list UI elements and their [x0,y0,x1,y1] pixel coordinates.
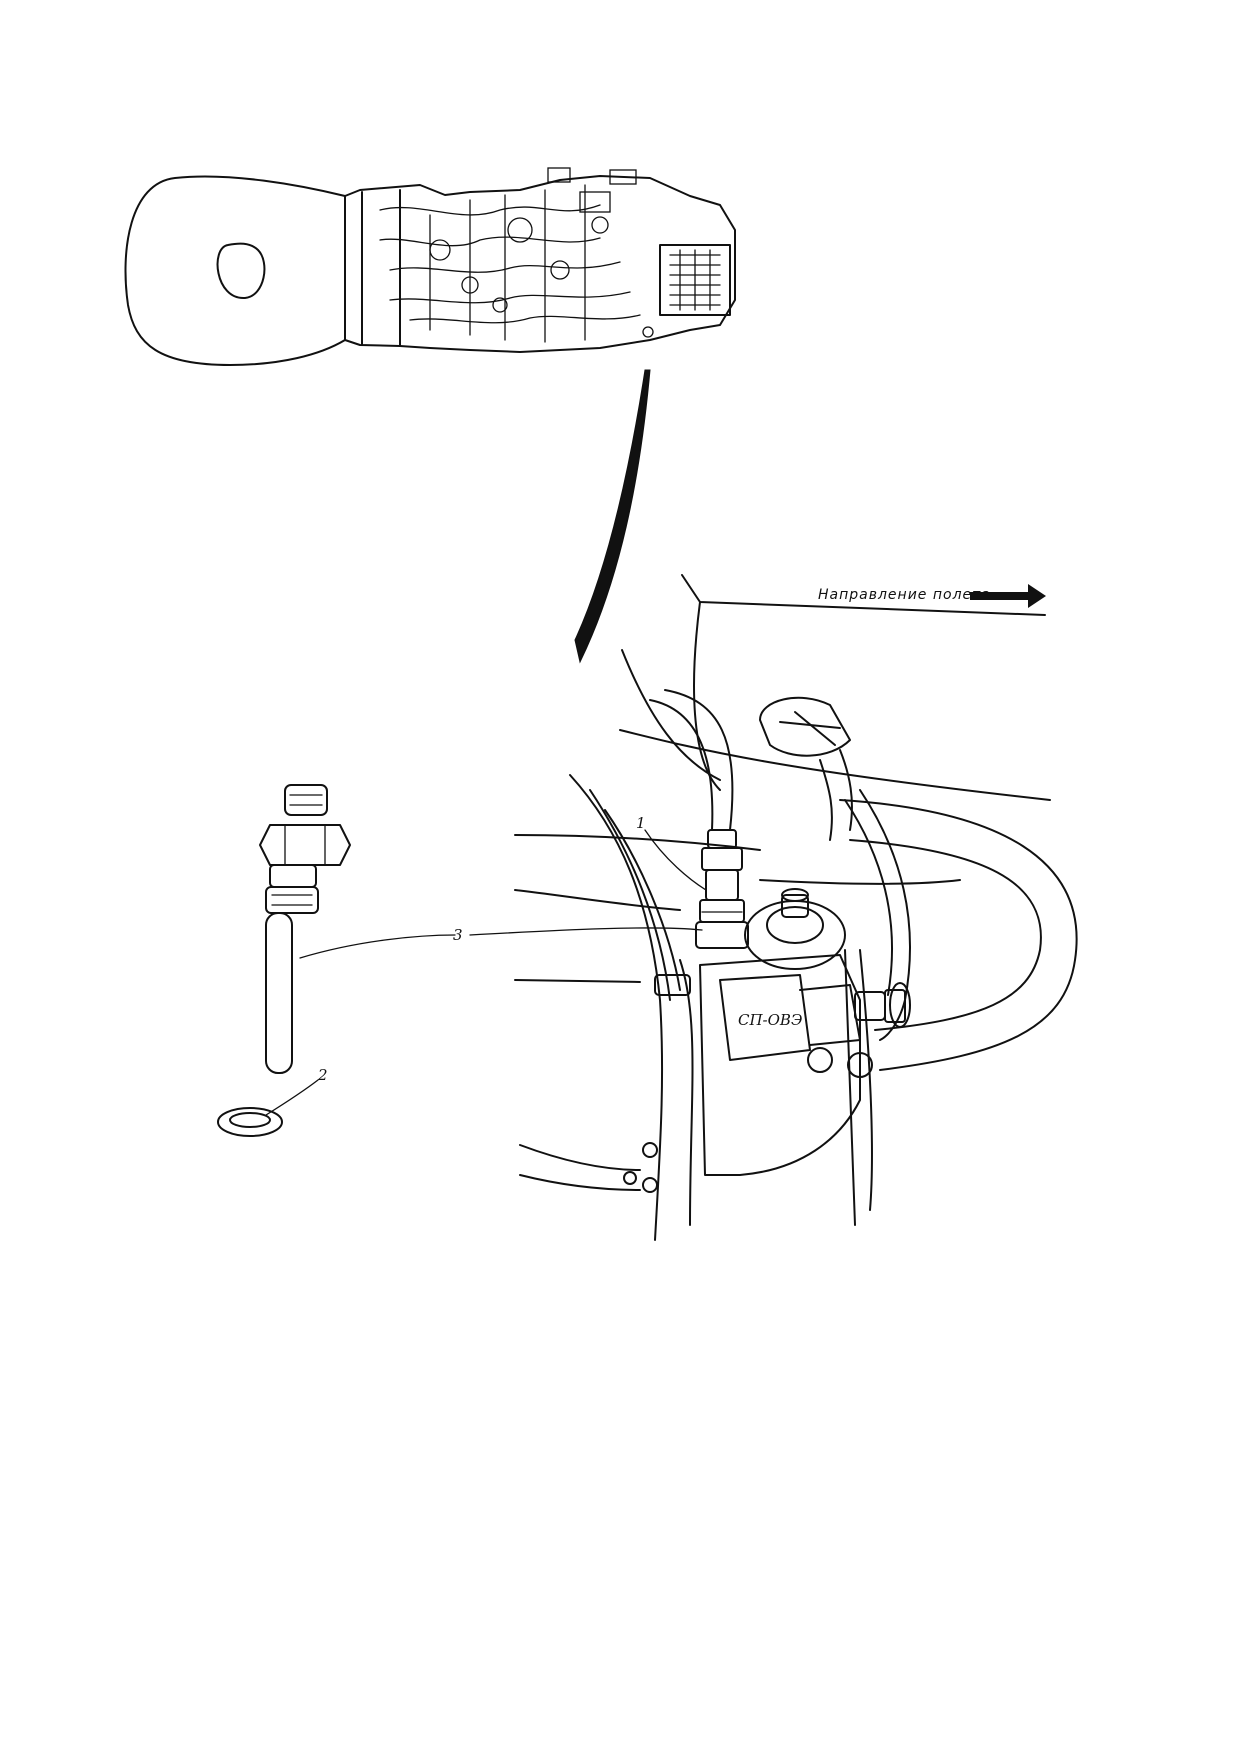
tube-c [859,789,911,1041]
callout-2-label: 2 [317,1066,328,1084]
tube-bundle-3 [604,809,681,991]
duct-inner [849,839,1042,1031]
callout-1-label: 1 [636,814,646,832]
casing-line-4 [759,879,961,885]
callout-2-leader [265,1079,319,1116]
sensor-location-mark [642,326,654,338]
frame-post-2 [859,949,873,1211]
turbine-grille [669,249,721,311]
engine-casing [344,175,736,353]
intake-inner-opening [216,242,266,300]
tube-bundle-2 [589,789,671,1001]
tube-bundle-1 [569,774,664,1241]
callout-3-label: 3 [453,926,463,944]
sensor-thread-top [284,784,328,816]
sensor-hex-nut [259,824,351,866]
connector-plate-housing [719,974,811,1061]
tube-bundle-4 [679,959,694,1226]
tube-d [844,799,893,996]
casing-line-3 [514,889,681,911]
callout-1-leader [644,829,707,891]
sensor-probe [265,912,293,1074]
duct-outer [839,799,1078,1071]
casing-line-6 [519,1144,641,1171]
side-fitting [854,982,911,1028]
flight-direction-label: Направление полета [818,587,991,603]
sensor-body: СП-ОВЭ [623,954,873,1193]
tube-a [664,689,734,831]
casing-line-1 [619,729,1051,801]
engine-accessories [379,167,641,343]
callouts: 3 1 2 [265,814,707,1116]
casing-line-5 [514,979,641,983]
tube-b [649,699,714,831]
detail-view: СП-ОВЭ [514,574,1078,1241]
top-connector [759,696,853,841]
pipe-upper-left [621,649,721,781]
engine-overview [124,167,736,366]
air-intake-bell [124,175,346,366]
removed-sensor [259,784,351,1074]
tube-clamp [654,974,691,996]
casing-line-7 [519,1174,641,1191]
sealing-washer [217,1107,283,1137]
frame-post [844,949,856,1226]
connector-plate-text: СП-ОВЭ [738,1011,802,1029]
flight-direction: Направление полета [818,584,1046,608]
arrow-right-icon [970,584,1046,608]
sensor-head [744,888,846,970]
callout-3-leader [299,934,456,959]
detail-leader-wedge [574,369,651,664]
casing-line-2 [514,834,761,851]
turbine-module [659,244,731,316]
sensor-fitting [695,829,749,949]
